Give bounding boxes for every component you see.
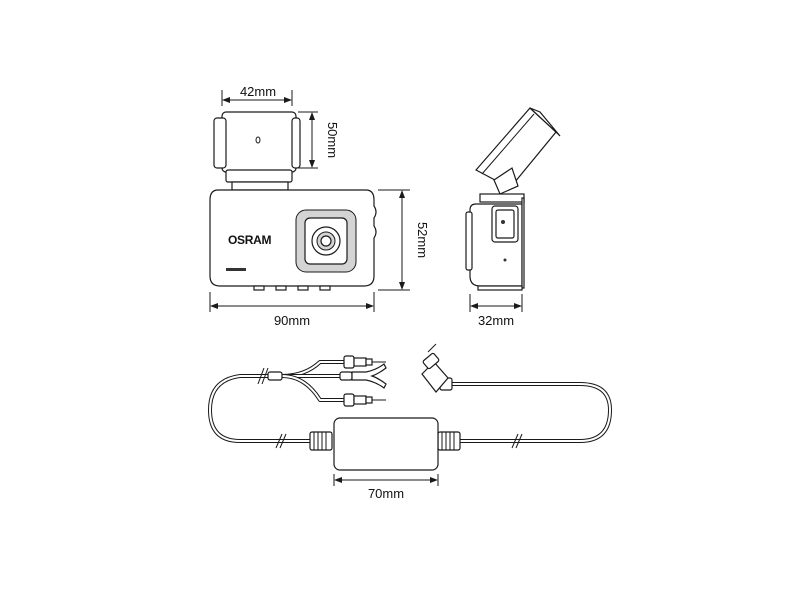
strain-relief-right: [437, 431, 461, 451]
side-depth-label: 32mm: [478, 313, 514, 328]
side-camera-body: [465, 193, 525, 291]
side-depth-dimension: [469, 294, 523, 312]
mount-width-dimension: [221, 90, 293, 106]
box-length-dimension: [333, 474, 439, 486]
box-length-label: 70mm: [368, 486, 404, 501]
button-icon: [501, 220, 505, 224]
body-width-label: 90mm: [274, 313, 310, 328]
side-mount-bracket: [475, 107, 561, 195]
body-height-label: 52mm: [415, 222, 430, 258]
lens-icon: [320, 235, 332, 247]
mount-width-label: 42mm: [240, 84, 276, 99]
fuse-tap-connector-top: [343, 355, 386, 369]
body-height-dimension: [378, 189, 410, 291]
mount-height-label: 50mm: [325, 122, 340, 158]
mount-bracket: [213, 111, 301, 191]
hardwire-kit: 70mm: [208, 343, 612, 501]
front-view: OSRAM 42mm 50mm 52mm: [209, 84, 430, 328]
body-width-dimension: [209, 292, 375, 312]
camera-power-connector: [421, 343, 453, 393]
fuse-tap-connector-bottom: [343, 393, 386, 407]
side-view: 32mm: [465, 107, 561, 328]
ground-fork-terminal: [339, 363, 387, 389]
camera-body: [209, 189, 377, 291]
brand-logo: OSRAM: [228, 233, 271, 247]
strain-relief-left: [309, 431, 333, 451]
cable-break-marks: [275, 433, 523, 449]
mount-height-dimension: [298, 111, 318, 169]
converter-box: [333, 417, 439, 471]
